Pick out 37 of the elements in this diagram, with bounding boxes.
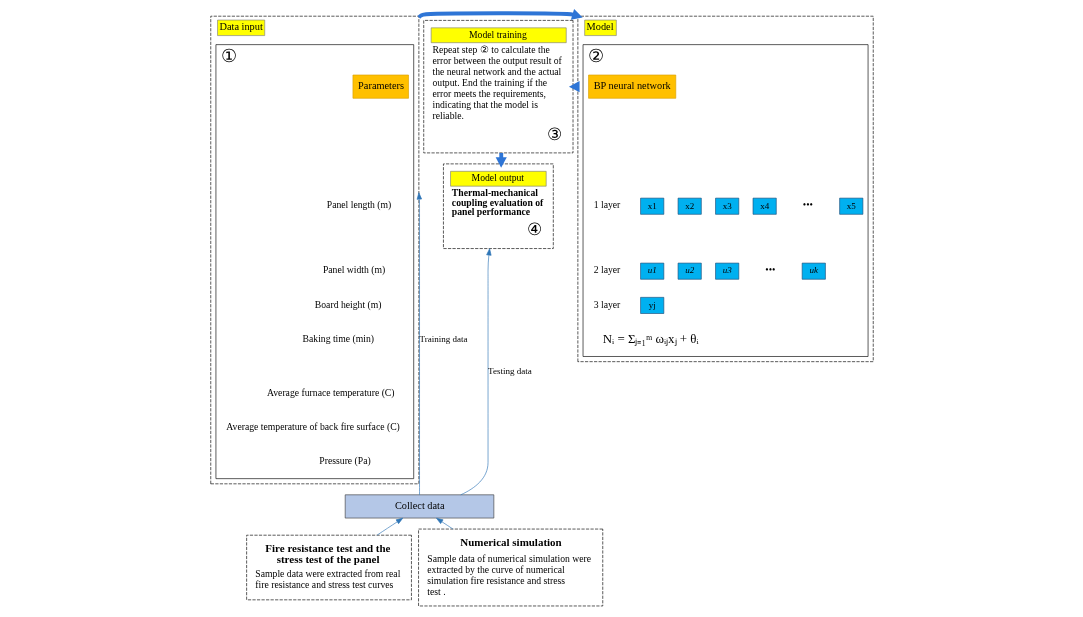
arrow (435, 517, 453, 530)
label: Average furnace temperature (C) (266, 386, 395, 398)
label: 1 layer (593, 199, 620, 211)
node-box: u1 (639, 262, 664, 280)
label: Pressure (Pa) (318, 455, 371, 467)
node-box: yj (639, 297, 664, 314)
label: Average temperature of back fire surface (C) (225, 420, 400, 432)
label: ••• (802, 199, 813, 211)
node-box: Model output Thermal-mechanical coupling evaluation of panel performance ④ (442, 163, 554, 249)
label: Panel length (m) (326, 199, 391, 211)
node-box: Collect data (344, 494, 494, 519)
arrow (376, 517, 403, 536)
node-box: uk (801, 262, 826, 280)
label: 3 layer (593, 298, 620, 310)
arrow (416, 192, 422, 496)
node-box: Model training Repeat step ② to calculate the error between the output result of the neural network and the actual output. End the training if the error meets the requirements, indicating that the model is reliable. ③ (422, 20, 573, 154)
node-box: BP neural network (587, 74, 676, 99)
label: Board height (m) (314, 298, 382, 310)
label: 2 layer (593, 264, 620, 276)
node-box: u3 (714, 262, 739, 280)
node-box: x4 (752, 197, 777, 215)
node-box: x3 (714, 197, 739, 215)
node-box: x5 (838, 197, 863, 215)
node-box: x1 (639, 197, 664, 215)
edge-label: Testing data (487, 366, 532, 377)
arrow (459, 248, 491, 496)
label: ••• (764, 264, 775, 276)
node-box: x2 (677, 197, 702, 215)
label: Nᵢ = Σⱼ₌₁ᵐ ωᵢⱼxⱼ + θᵢ (602, 330, 699, 346)
node-box: Numerical simulation Sample data of numerical simulation were extracted by the curve of numerical simulation fire resistance and stress test . (417, 528, 603, 607)
label: Panel width (m) (322, 264, 385, 276)
arrow (417, 9, 583, 20)
node-box: Fire resistance test and the stress test of the panel Sample data were extracted from real fire resistance and stress test curves (245, 534, 412, 601)
edge-label: Training data (419, 334, 468, 345)
node-box: u2 (677, 262, 702, 280)
label: Baking time (min) (302, 332, 374, 344)
node-box: Parameters (352, 74, 409, 99)
